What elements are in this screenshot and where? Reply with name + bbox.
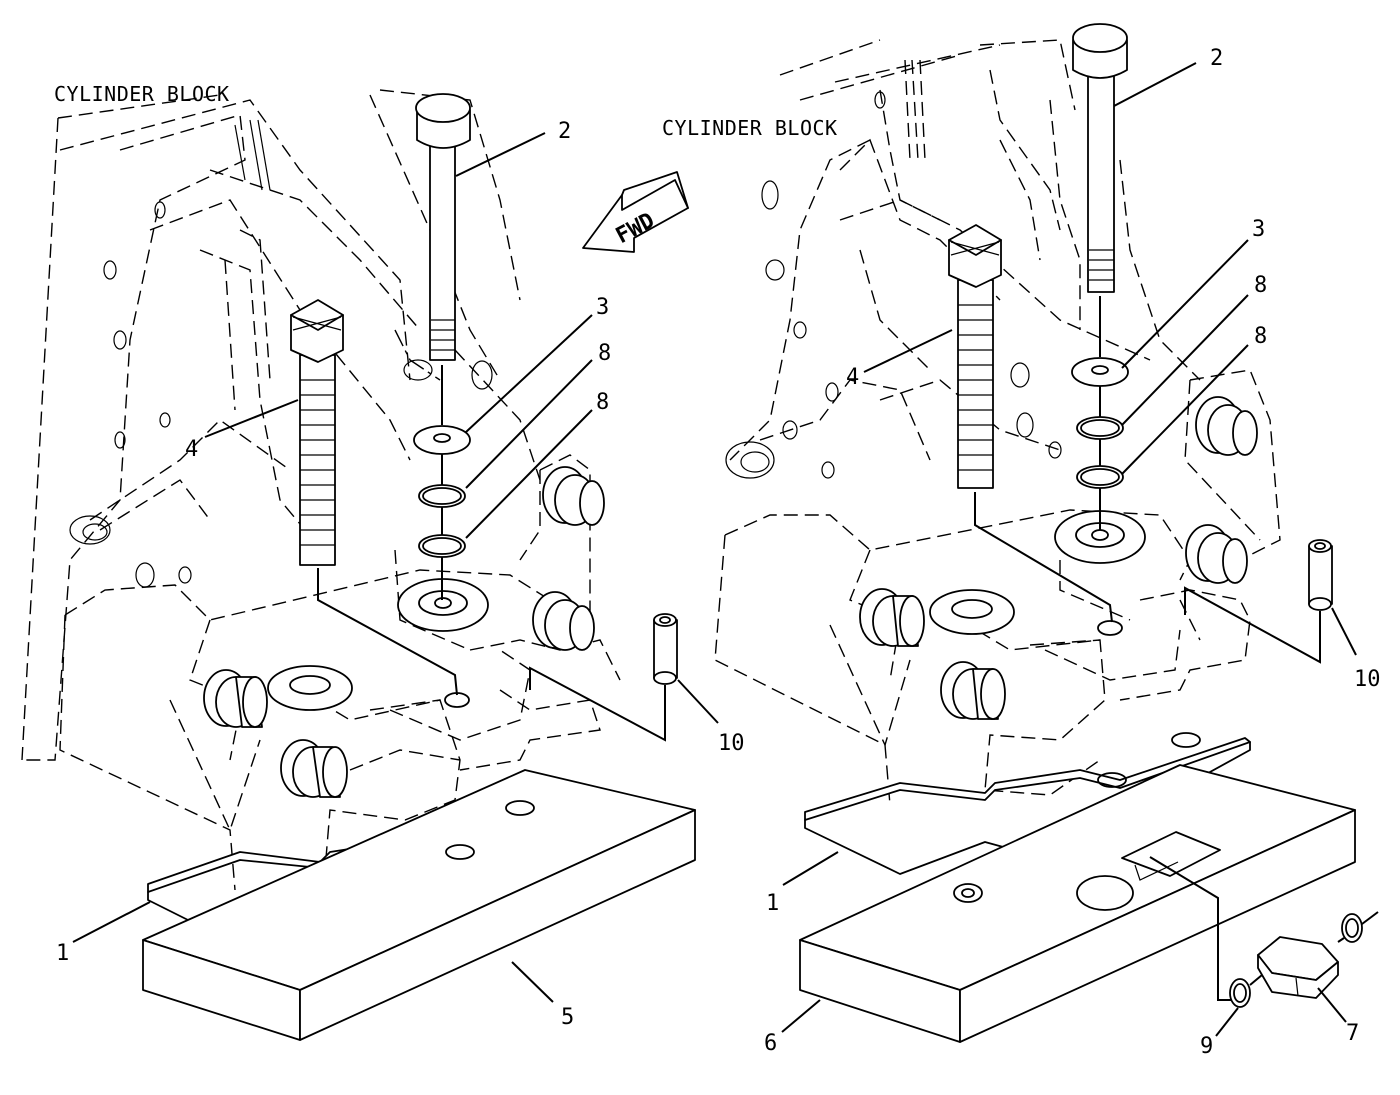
left-callout-4: 4 <box>185 437 198 462</box>
right-cover-plate <box>799 764 1356 1043</box>
left-bolt-short <box>290 299 344 566</box>
right-cap-plug <box>1257 936 1339 999</box>
left-callout-8b: 8 <box>596 390 609 415</box>
right-callout-4: 4 <box>846 365 859 390</box>
left-dowel-pin <box>653 613 678 685</box>
right-cylinder-block-outline <box>725 39 1281 561</box>
left-bolt-long <box>415 93 471 361</box>
left-title: CYLINDER BLOCK <box>54 82 230 106</box>
right-view: CYLINDER BLOCK 2 3 8 8 4 10 1 6 9 7 <box>662 23 1381 1059</box>
right-fitting-right-upper <box>1195 396 1258 456</box>
left-flat-washer <box>413 425 471 455</box>
right-fitting-upper <box>859 588 925 647</box>
right-bolt-long <box>1072 23 1128 293</box>
right-flat-washer <box>1071 357 1129 387</box>
right-dowel-pin <box>1308 539 1333 611</box>
left-callout-8a: 8 <box>598 341 611 366</box>
right-housing-outline <box>714 509 1251 806</box>
right-fitting-lower <box>940 661 1006 720</box>
left-view: FWD CYLINDER BLOCK 2 3 8 8 4 10 1 5 <box>21 82 745 1041</box>
right-fitting-right-lower <box>1185 524 1248 584</box>
right-callout-10: 10 <box>1354 667 1381 692</box>
right-retaining-ring-2 <box>1341 913 1363 943</box>
right-bolt-short <box>948 224 1002 489</box>
right-callout-3: 3 <box>1252 217 1265 242</box>
right-callout-8a: 8 <box>1254 273 1267 298</box>
right-callout-8b: 8 <box>1254 324 1267 349</box>
left-fitting-right-upper <box>542 466 605 526</box>
right-retaining-ring-1 <box>1229 978 1251 1008</box>
right-seat-washer <box>929 589 1015 635</box>
right-callout-7: 7 <box>1346 1021 1359 1046</box>
left-fitting-upper <box>203 669 268 728</box>
left-fitting-lower <box>280 739 348 798</box>
left-callout-5: 5 <box>561 1005 574 1030</box>
right-callout-2: 2 <box>1210 46 1223 71</box>
left-spacer-plate <box>142 769 696 1041</box>
left-callout-2: 2 <box>558 119 571 144</box>
left-callout-3: 3 <box>596 295 609 320</box>
right-title: CYLINDER BLOCK <box>662 116 838 140</box>
left-callout-1: 1 <box>56 941 69 966</box>
right-callout-1: 1 <box>766 891 779 916</box>
left-fitting-right-lower <box>532 591 595 651</box>
right-callout-6: 6 <box>764 1031 777 1056</box>
left-callout-10: 10 <box>718 731 745 756</box>
right-gasket <box>804 737 1251 821</box>
right-callout-9: 9 <box>1200 1034 1213 1059</box>
left-bolt-hole <box>444 692 470 708</box>
left-seat-washer <box>267 665 353 711</box>
right-bolt-hole <box>1097 620 1123 636</box>
left-cylinder-block-outline <box>21 89 541 761</box>
fwd-direction-arrow: FWD <box>582 171 689 253</box>
